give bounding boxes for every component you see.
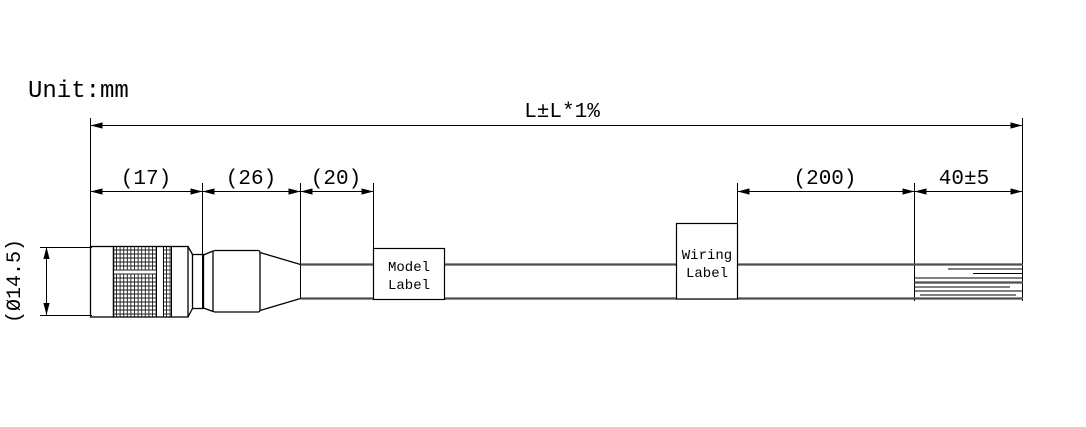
dim-text-20: (20) — [311, 168, 361, 191]
dim-text-overall-length: L±L*1% — [524, 101, 600, 124]
extension-lines — [40, 118, 1023, 316]
label-boxes: Model Label Wiring Label — [372, 222, 739, 301]
dim-text-26: (26) — [226, 168, 276, 191]
arrowhead-icon — [190, 188, 203, 195]
model-label-box — [372, 247, 446, 301]
dim-text-17: (17) — [121, 168, 171, 191]
wire-strands — [914, 263, 1023, 296]
knurl-band-gap — [114, 270, 156, 274]
connector-neck — [191, 253, 205, 310]
body-to-neck-taper — [187, 246, 194, 318]
connector-front-face — [89, 245, 115, 318]
dim-text-40-5: 40±5 — [939, 168, 989, 191]
arrowhead-icon — [90, 122, 103, 129]
connector — [89, 245, 301, 318]
arrowhead-icon — [90, 188, 103, 195]
knurl-hatch — [113, 247, 172, 317]
arrowhead-icon — [300, 188, 313, 195]
model-label-line1: Model — [388, 260, 430, 276]
arrowhead-icon — [43, 303, 50, 315]
arrowhead-icon — [361, 188, 374, 195]
dimension-texts: Unit:mm L±L*1% (17) (26) (20) (200) 40±5… — [4, 78, 989, 323]
arrowhead-icon — [737, 188, 750, 195]
neck-to-boot-step — [203, 250, 214, 313]
arrowhead-icon — [202, 188, 215, 195]
wiring-label-box — [675, 222, 739, 300]
strain-relief-boot — [212, 249, 261, 313]
model-label-line2: Label — [388, 278, 430, 294]
arrowhead-icon — [288, 188, 301, 195]
dim-text-200: (200) — [793, 168, 856, 191]
arrowhead-icon — [1010, 122, 1023, 129]
boot-to-cable-taper — [259, 251, 301, 312]
dim-text-diameter: (Ø14.5) — [4, 239, 27, 323]
arrowhead-icon — [43, 247, 50, 259]
arrowhead-icon — [914, 188, 927, 195]
wiring-label-line2: Label — [686, 266, 728, 282]
dimension-arrowheads — [43, 122, 1023, 315]
unit-label: Unit:mm — [28, 78, 129, 105]
wiring-label-line1: Wiring — [682, 248, 732, 264]
arrowhead-icon — [902, 188, 915, 195]
arrowhead-icon — [1010, 188, 1023, 195]
